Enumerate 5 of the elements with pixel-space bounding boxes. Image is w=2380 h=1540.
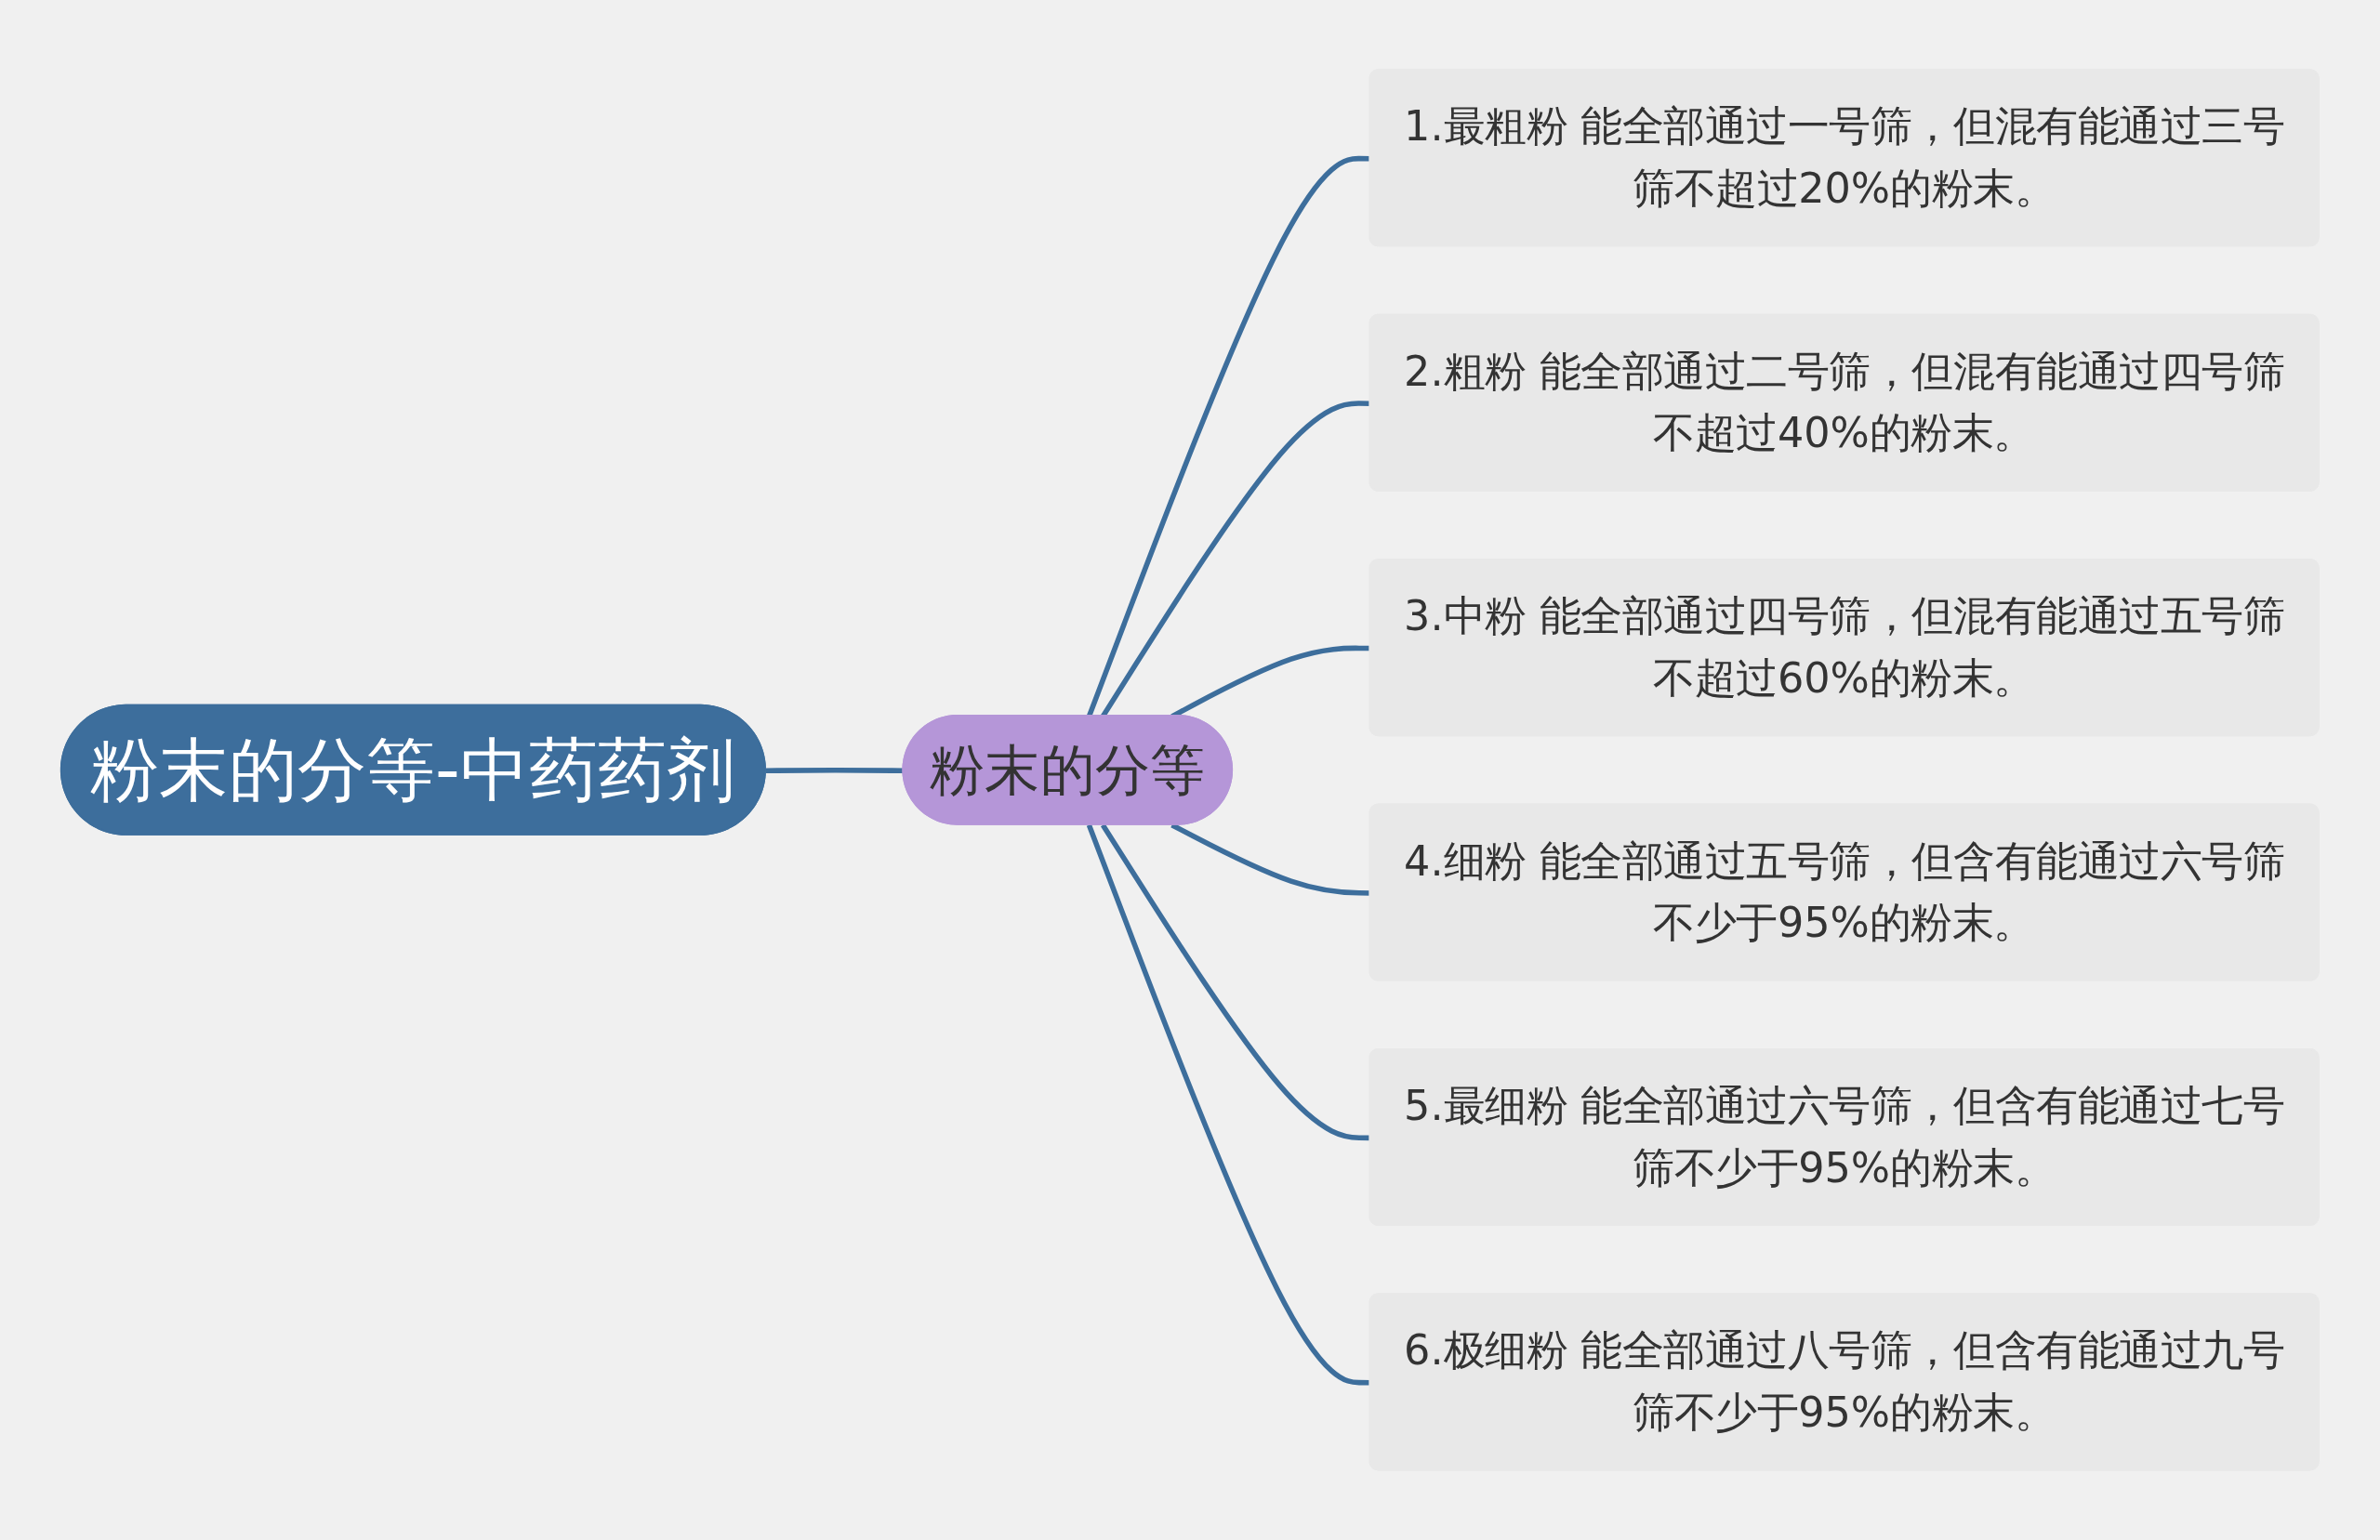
- connector: [1087, 823, 1371, 1386]
- connector: [1101, 823, 1371, 1141]
- connector: [1087, 156, 1371, 717]
- connector: [766, 768, 905, 774]
- connector: [1170, 823, 1371, 896]
